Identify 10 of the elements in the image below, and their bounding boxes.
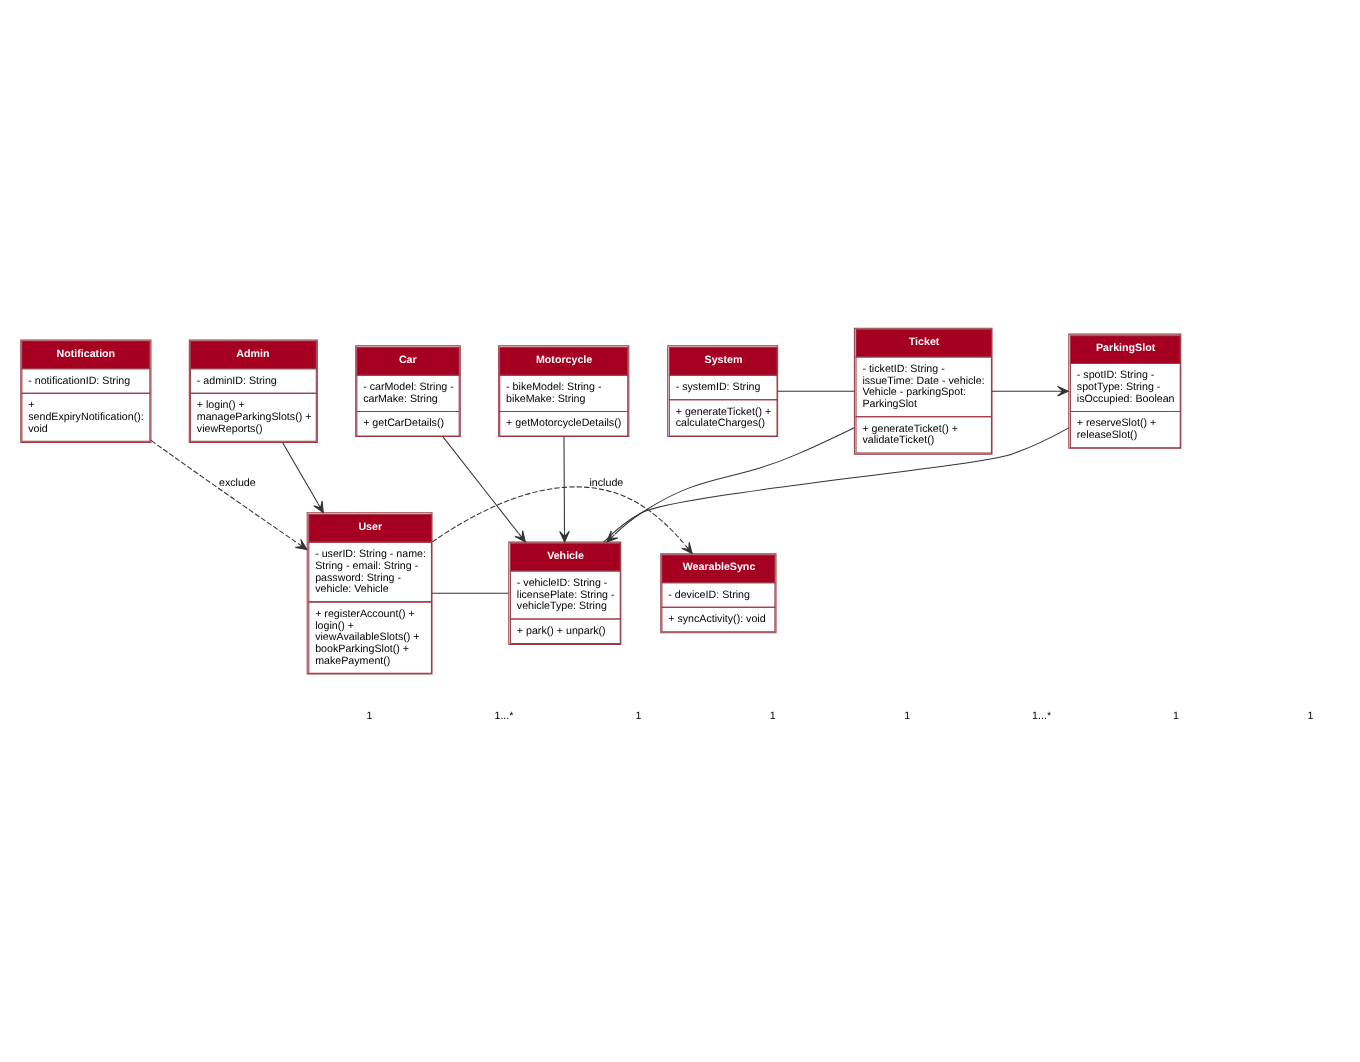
arrow bbox=[606, 426, 855, 542]
connector bbox=[431, 591, 509, 593]
arrow bbox=[150, 438, 308, 549]
arrow bbox=[559, 435, 570, 542]
arrow bbox=[991, 384, 1069, 396]
arrow bbox=[282, 441, 324, 513]
connector bbox=[603, 426, 1070, 542]
connector bbox=[777, 389, 855, 391]
arrow bbox=[442, 435, 526, 542]
arrow bbox=[431, 485, 693, 554]
